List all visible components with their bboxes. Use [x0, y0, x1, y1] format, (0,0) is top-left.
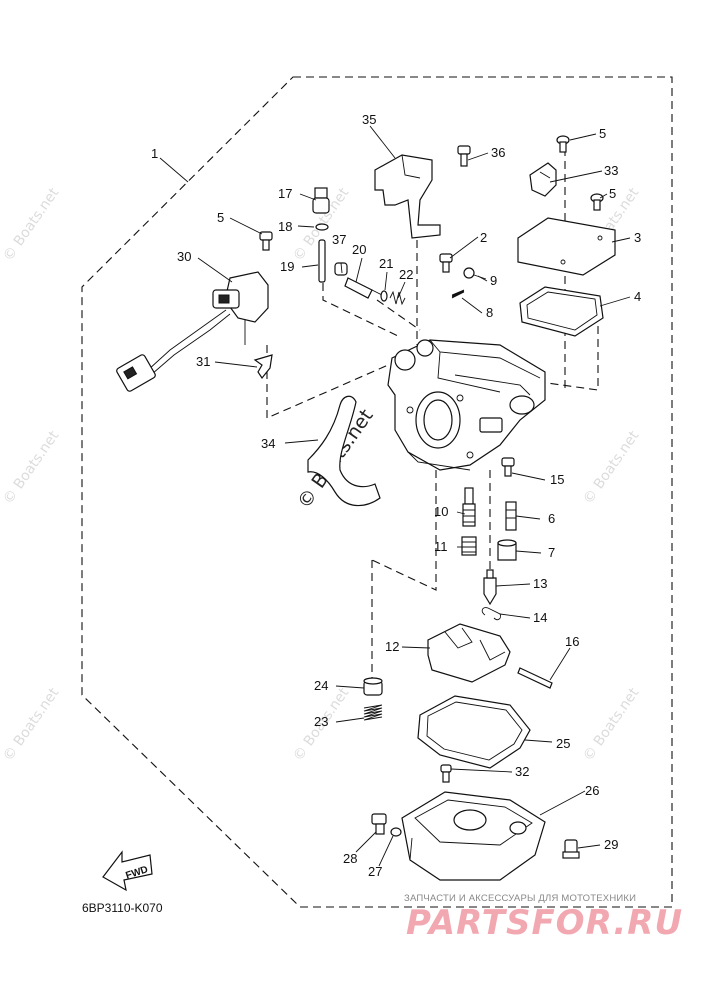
- watermark: © Boats.net: [0, 185, 62, 265]
- label-1: 1: [151, 146, 158, 161]
- label-10: 10: [434, 504, 448, 519]
- watermark: © Boats.net: [580, 685, 642, 765]
- label-5: 5: [217, 210, 224, 225]
- label-9: 9: [490, 273, 497, 288]
- part-19-pin: [318, 239, 326, 283]
- part-21-washer: [380, 290, 388, 302]
- watermark: © Boats.net: [0, 428, 62, 508]
- label-23: 23: [314, 714, 328, 729]
- part-29-screw: [562, 839, 580, 859]
- label-17: 17: [278, 186, 292, 201]
- label-12: 12: [385, 639, 399, 654]
- part-6-jet: [505, 501, 517, 531]
- label-24: 24: [314, 678, 328, 693]
- label-3: 3: [634, 230, 641, 245]
- part-2-screw: [439, 253, 453, 273]
- carburetor-body: [387, 339, 546, 471]
- part-10-nozzle: [462, 487, 476, 527]
- label-21: 21: [379, 256, 393, 271]
- part-4-gasket: [519, 286, 604, 337]
- part-18-o-ring: [315, 223, 329, 231]
- label-14: 14: [533, 610, 547, 625]
- leader-lines: [159, 125, 631, 867]
- part-36-screw: [457, 145, 471, 167]
- label-5: 5: [609, 186, 616, 201]
- label-4: 4: [634, 289, 641, 304]
- part-35-bracket: [374, 154, 441, 239]
- shop-banner: ЗАПЧАСТИ И АКСЕССУАРЫ ДЛЯ МОТОТЕХНИКИ PA…: [404, 893, 704, 953]
- label-11: 11: [434, 539, 448, 554]
- label-8: 8: [486, 305, 493, 320]
- watermark: © Boats.net: [0, 685, 62, 765]
- part-26-float-bowl: [401, 791, 546, 881]
- part-11-jet: [461, 536, 477, 556]
- label-35: 35: [362, 112, 376, 127]
- label-30: 30: [177, 249, 191, 264]
- part-17-plug: [312, 187, 330, 214]
- label-18: 18: [278, 219, 292, 234]
- label-31: 31: [196, 354, 210, 369]
- label-29: 29: [604, 837, 618, 852]
- label-34: 34: [261, 436, 275, 451]
- label-15: 15: [550, 472, 564, 487]
- part-25-gasket-inner: [426, 701, 523, 761]
- watermark: © Boats.net: [580, 428, 642, 508]
- label-28: 28: [343, 851, 357, 866]
- label-19: 19: [280, 259, 294, 274]
- shop-tagline: ЗАПЧАСТИ И АКСЕССУАРЫ ДЛЯ МОТОТЕХНИКИ: [404, 893, 637, 904]
- part-5-screw: [590, 193, 604, 211]
- diagram-code: 6BP3110-K070: [82, 901, 163, 915]
- label-26: 26: [585, 783, 599, 798]
- label-7: 7: [548, 545, 555, 560]
- label-36: 36: [491, 145, 505, 160]
- fwd-arrow-icon: FWD: [102, 850, 153, 892]
- part-5-screw: [556, 135, 570, 153]
- part-8-spring: [451, 289, 465, 299]
- part-3-cover-plate: [517, 217, 616, 276]
- label-33: 33: [604, 163, 618, 178]
- part-34-hose: [307, 395, 381, 507]
- part-12-float: [427, 623, 511, 683]
- label-5: 5: [599, 126, 606, 141]
- part-13-needle-valve: [483, 569, 497, 606]
- part-20-pilot-screw: [344, 277, 385, 299]
- label-32: 32: [515, 764, 529, 779]
- part-9-screw: [463, 267, 487, 280]
- part-15-screw: [501, 457, 515, 477]
- part-27-washer: [390, 827, 402, 837]
- label-27: 27: [368, 864, 382, 879]
- shop-logo: PARTSFOR.RU: [406, 903, 684, 943]
- label-22: 22: [399, 267, 413, 282]
- part-33-clip: [529, 162, 557, 197]
- part-30-sensor: [116, 271, 269, 392]
- part-31-clip: [253, 354, 273, 380]
- part-16-pin: [517, 667, 553, 689]
- part-7-plug: [497, 539, 517, 561]
- part-32-screw: [440, 764, 452, 783]
- part-25-gasket: [417, 695, 531, 769]
- label-20: 20: [352, 242, 366, 257]
- assembly-boundary: [81, 76, 673, 908]
- part-23-spring: [363, 704, 383, 721]
- label-6: 6: [548, 511, 555, 526]
- label-16: 16: [565, 634, 579, 649]
- part-28-drain-screw: [371, 813, 387, 835]
- label-2: 2: [480, 230, 487, 245]
- part-24-plunger: [363, 677, 383, 696]
- part-labels: 1 2 3 4 5 5 5 6 7 8 9 10 11 12 13 14 15 …: [151, 112, 641, 879]
- part-5-screw: [259, 231, 273, 251]
- label-37: 37: [332, 232, 346, 247]
- label-13: 13: [533, 576, 547, 591]
- part-14-clip: [481, 607, 501, 621]
- part-22-spring: [389, 290, 406, 306]
- label-25: 25: [556, 736, 570, 751]
